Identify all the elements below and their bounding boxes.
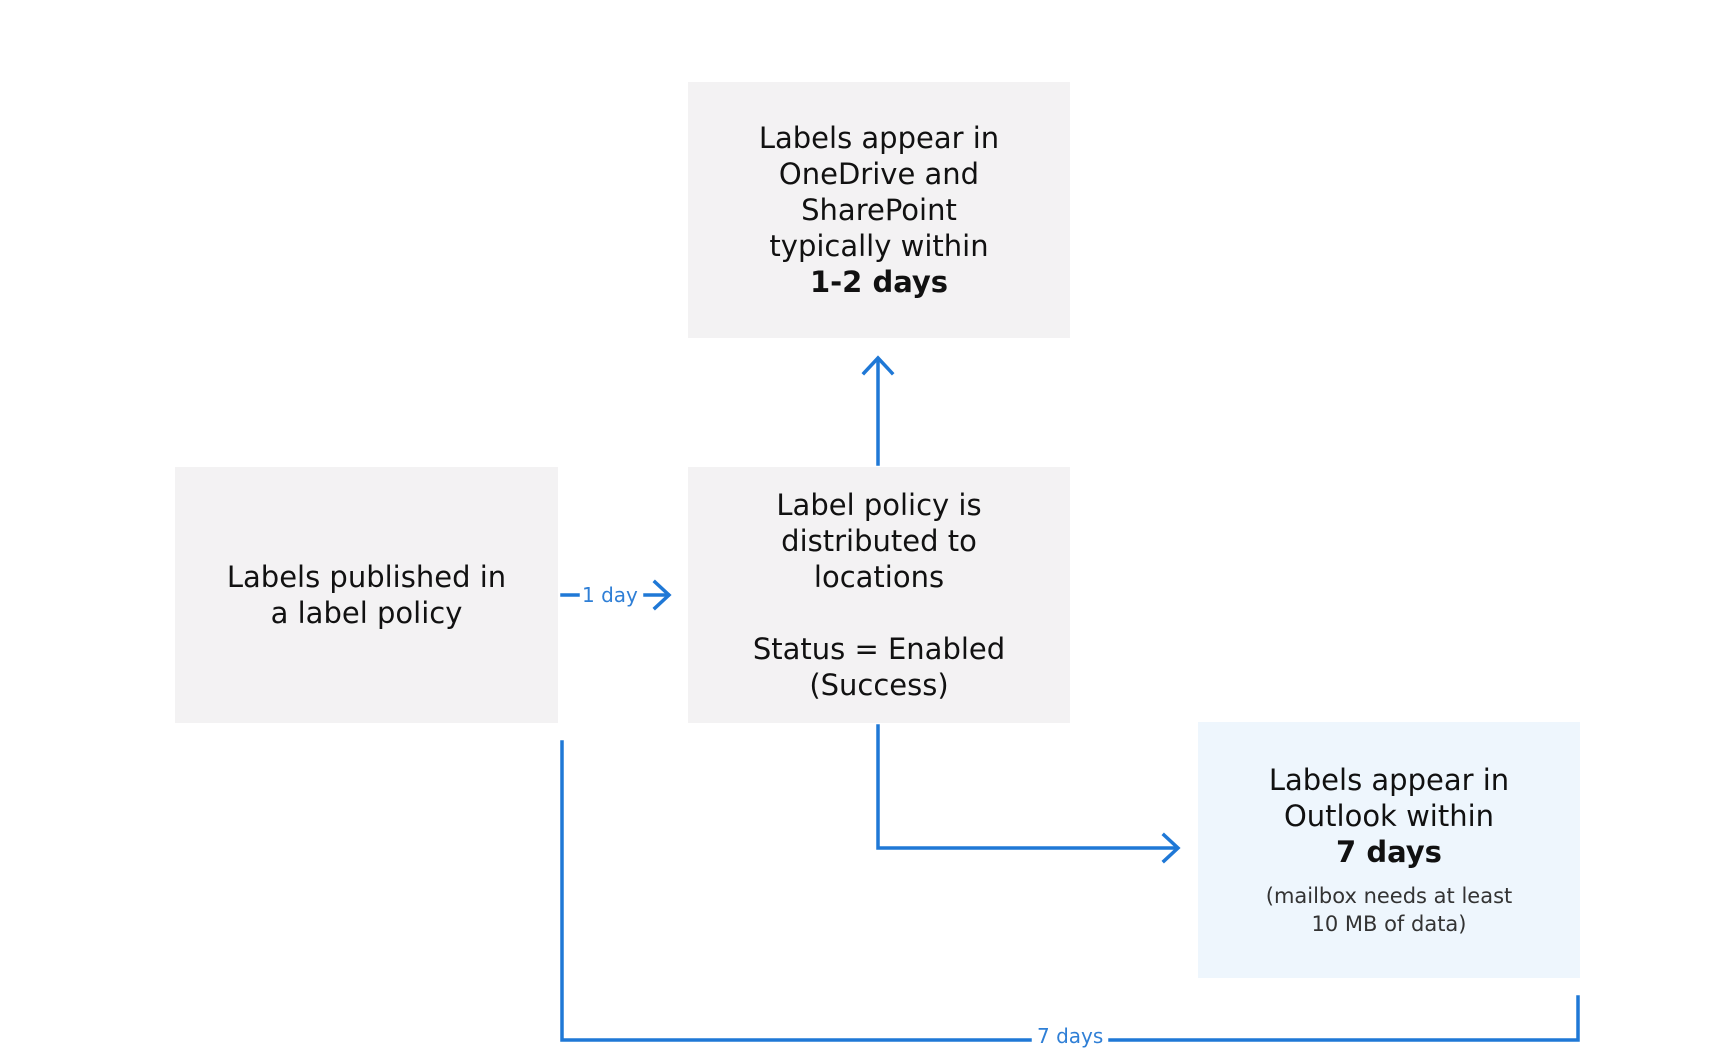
onedrive-timeframe: 1-2 days (809, 265, 949, 299)
distributed-status: Status = Enabled (752, 632, 1006, 666)
distributed-line-3: locations (813, 560, 945, 594)
box-outlook: Labels appear in Outlook within 7 days (… (1198, 722, 1580, 978)
box-onedrive-sharepoint: Labels appear in OneDrive and SharePoint… (688, 82, 1070, 338)
box-policy-distributed: Label policy is distributed to locations… (688, 467, 1070, 723)
outlook-timeframe: 7 days (1336, 835, 1442, 869)
published-line-1: Labels published in (226, 560, 507, 594)
distributed-line-2: distributed to (781, 524, 977, 558)
label-7-days: 7 days (1037, 1024, 1104, 1048)
label-1-day: 1 day (582, 583, 638, 607)
published-line-2: a label policy (270, 596, 463, 630)
outlook-line-1: Labels appear in (1268, 763, 1510, 797)
onedrive-line-1: Labels appear in (758, 121, 1000, 155)
bracket-7-days-left (560, 740, 1032, 1042)
onedrive-line-2: OneDrive and (778, 157, 980, 191)
outlook-note-line-1: (mailbox needs at least (1265, 884, 1513, 908)
outlook-note-line-2: 10 MB of data) (1311, 912, 1467, 936)
box-labels-published: Labels published in a label policy (175, 467, 558, 723)
distributed-line-1: Label policy is (776, 488, 982, 522)
arrowhead-right-outlook (1161, 832, 1181, 864)
onedrive-line-3: SharePoint (801, 193, 957, 227)
distributed-status-result: (Success) (809, 668, 949, 702)
arrowhead-right-1day (652, 579, 672, 611)
onedrive-line-4: typically within (769, 229, 989, 263)
arrow-distributed-to-outlook (876, 724, 1178, 850)
outlook-line-2: Outlook within (1283, 799, 1495, 833)
bracket-7-days-right (1108, 995, 1580, 1042)
arrowhead-up (861, 355, 895, 376)
